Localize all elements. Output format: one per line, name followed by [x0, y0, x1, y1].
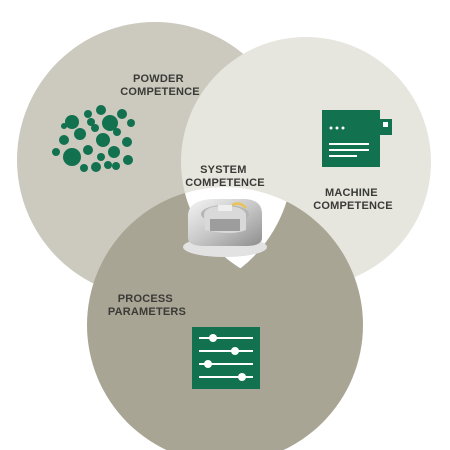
powder-particle	[123, 155, 133, 165]
machine-competence-label: MACHINE COMPETENCE	[313, 187, 393, 212]
sliders-icon	[192, 327, 260, 389]
powder-particle	[113, 128, 121, 136]
powder-particle	[96, 133, 110, 147]
powder-particle	[104, 161, 112, 169]
process-parameters-label: PROCESS PARAMETERS	[108, 293, 186, 318]
powder-particle	[122, 137, 132, 147]
powder-particle	[83, 145, 93, 155]
powder-particle	[117, 109, 127, 119]
powder-particle	[91, 162, 101, 172]
machine-icon	[322, 110, 392, 167]
printed-part-icon	[183, 199, 267, 257]
powder-particle	[61, 123, 67, 129]
powder-particle	[96, 105, 106, 115]
powder-competence-label: POWDER COMPETENCE	[120, 73, 200, 98]
powder-particle	[80, 164, 88, 172]
powder-particle	[87, 118, 95, 126]
powder-particle	[63, 148, 81, 166]
powder-particle	[102, 115, 118, 131]
powder-particle	[108, 146, 120, 158]
powder-particle	[52, 148, 60, 156]
powder-particles-icon	[52, 105, 135, 172]
powder-particle	[127, 119, 135, 127]
powder-particle	[84, 110, 92, 118]
powder-particle	[97, 153, 105, 161]
process-parameters-circle	[87, 187, 363, 450]
powder-particle	[65, 115, 79, 129]
system-competence-label: SYSTEM COMPETENCE	[185, 164, 265, 189]
powder-particle	[59, 135, 69, 145]
powder-particle	[91, 124, 99, 132]
powder-particle	[74, 128, 86, 140]
powder-particle	[112, 162, 120, 170]
